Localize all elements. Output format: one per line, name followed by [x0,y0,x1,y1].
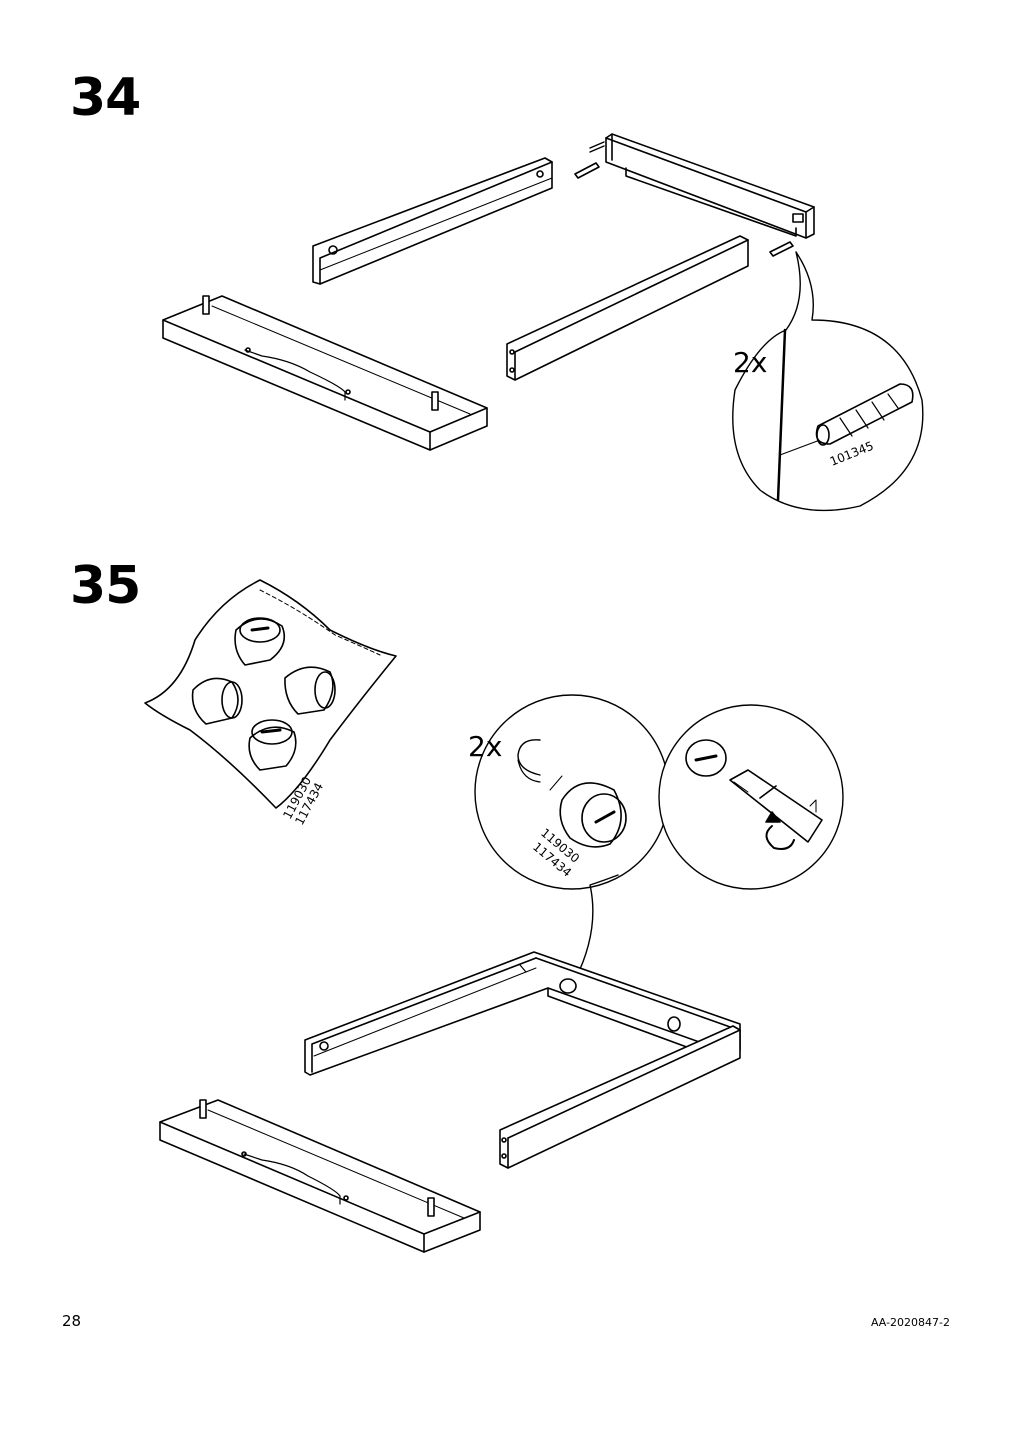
step-35-number: 35 [70,556,141,616]
frame-assembly-35 [304,951,741,1169]
step-35-quantity: 2x [468,730,502,763]
rail-left-34 [312,157,553,285]
step-35-illustration [144,579,844,1253]
cam-lock-icon [284,666,336,715]
page-number: 28 [62,1312,82,1330]
cam-lock-icon [234,617,286,666]
dowel-icon [815,383,914,446]
cam-lock-icon [248,719,297,771]
step-34-quantity: 2x [733,346,767,379]
step-34-number: 34 [70,68,141,128]
screwdriver-callout [658,704,844,890]
step-34-illustration [162,133,924,512]
cam-lock-icon [191,677,243,725]
parts-bag-icon [144,579,397,809]
cam-lock-callout [474,694,670,981]
cam-lock-icon [559,782,627,848]
document-code: AA-2020847-2 [870,1316,950,1329]
rail-back-34 [605,133,815,239]
rail-front-34 [506,235,749,381]
screwdriver-icon [729,769,823,843]
base-board-34 [162,295,488,451]
base-board-35 [159,1099,481,1253]
dowel-callout-34 [732,251,924,512]
